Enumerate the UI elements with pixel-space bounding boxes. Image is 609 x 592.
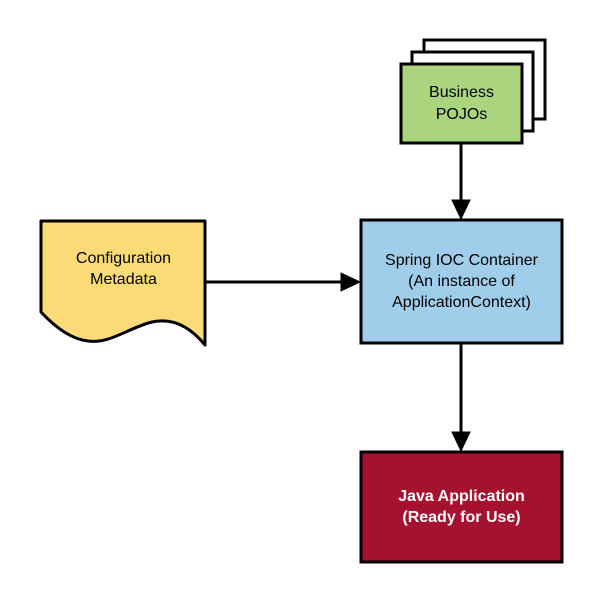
edge-container-to-application-arrowhead — [451, 431, 471, 453]
edge-container-to-application — [451, 343, 471, 453]
node-configuration-metadata[interactable] — [39, 219, 207, 347]
document-shape — [39, 219, 207, 347]
node-spring-ioc-container[interactable] — [359, 218, 564, 345]
edge-config-to-container — [205, 272, 362, 292]
edge-config-to-container-arrowhead — [340, 272, 362, 292]
pojo-stack-front — [399, 62, 524, 145]
node-business-pojos[interactable] — [399, 38, 547, 145]
ioc-container-rect — [359, 218, 564, 345]
node-java-application[interactable] — [359, 450, 564, 564]
edge-pojos-to-container — [451, 143, 471, 221]
edge-pojos-to-container-arrowhead — [451, 199, 471, 221]
java-application-rect — [359, 450, 564, 564]
